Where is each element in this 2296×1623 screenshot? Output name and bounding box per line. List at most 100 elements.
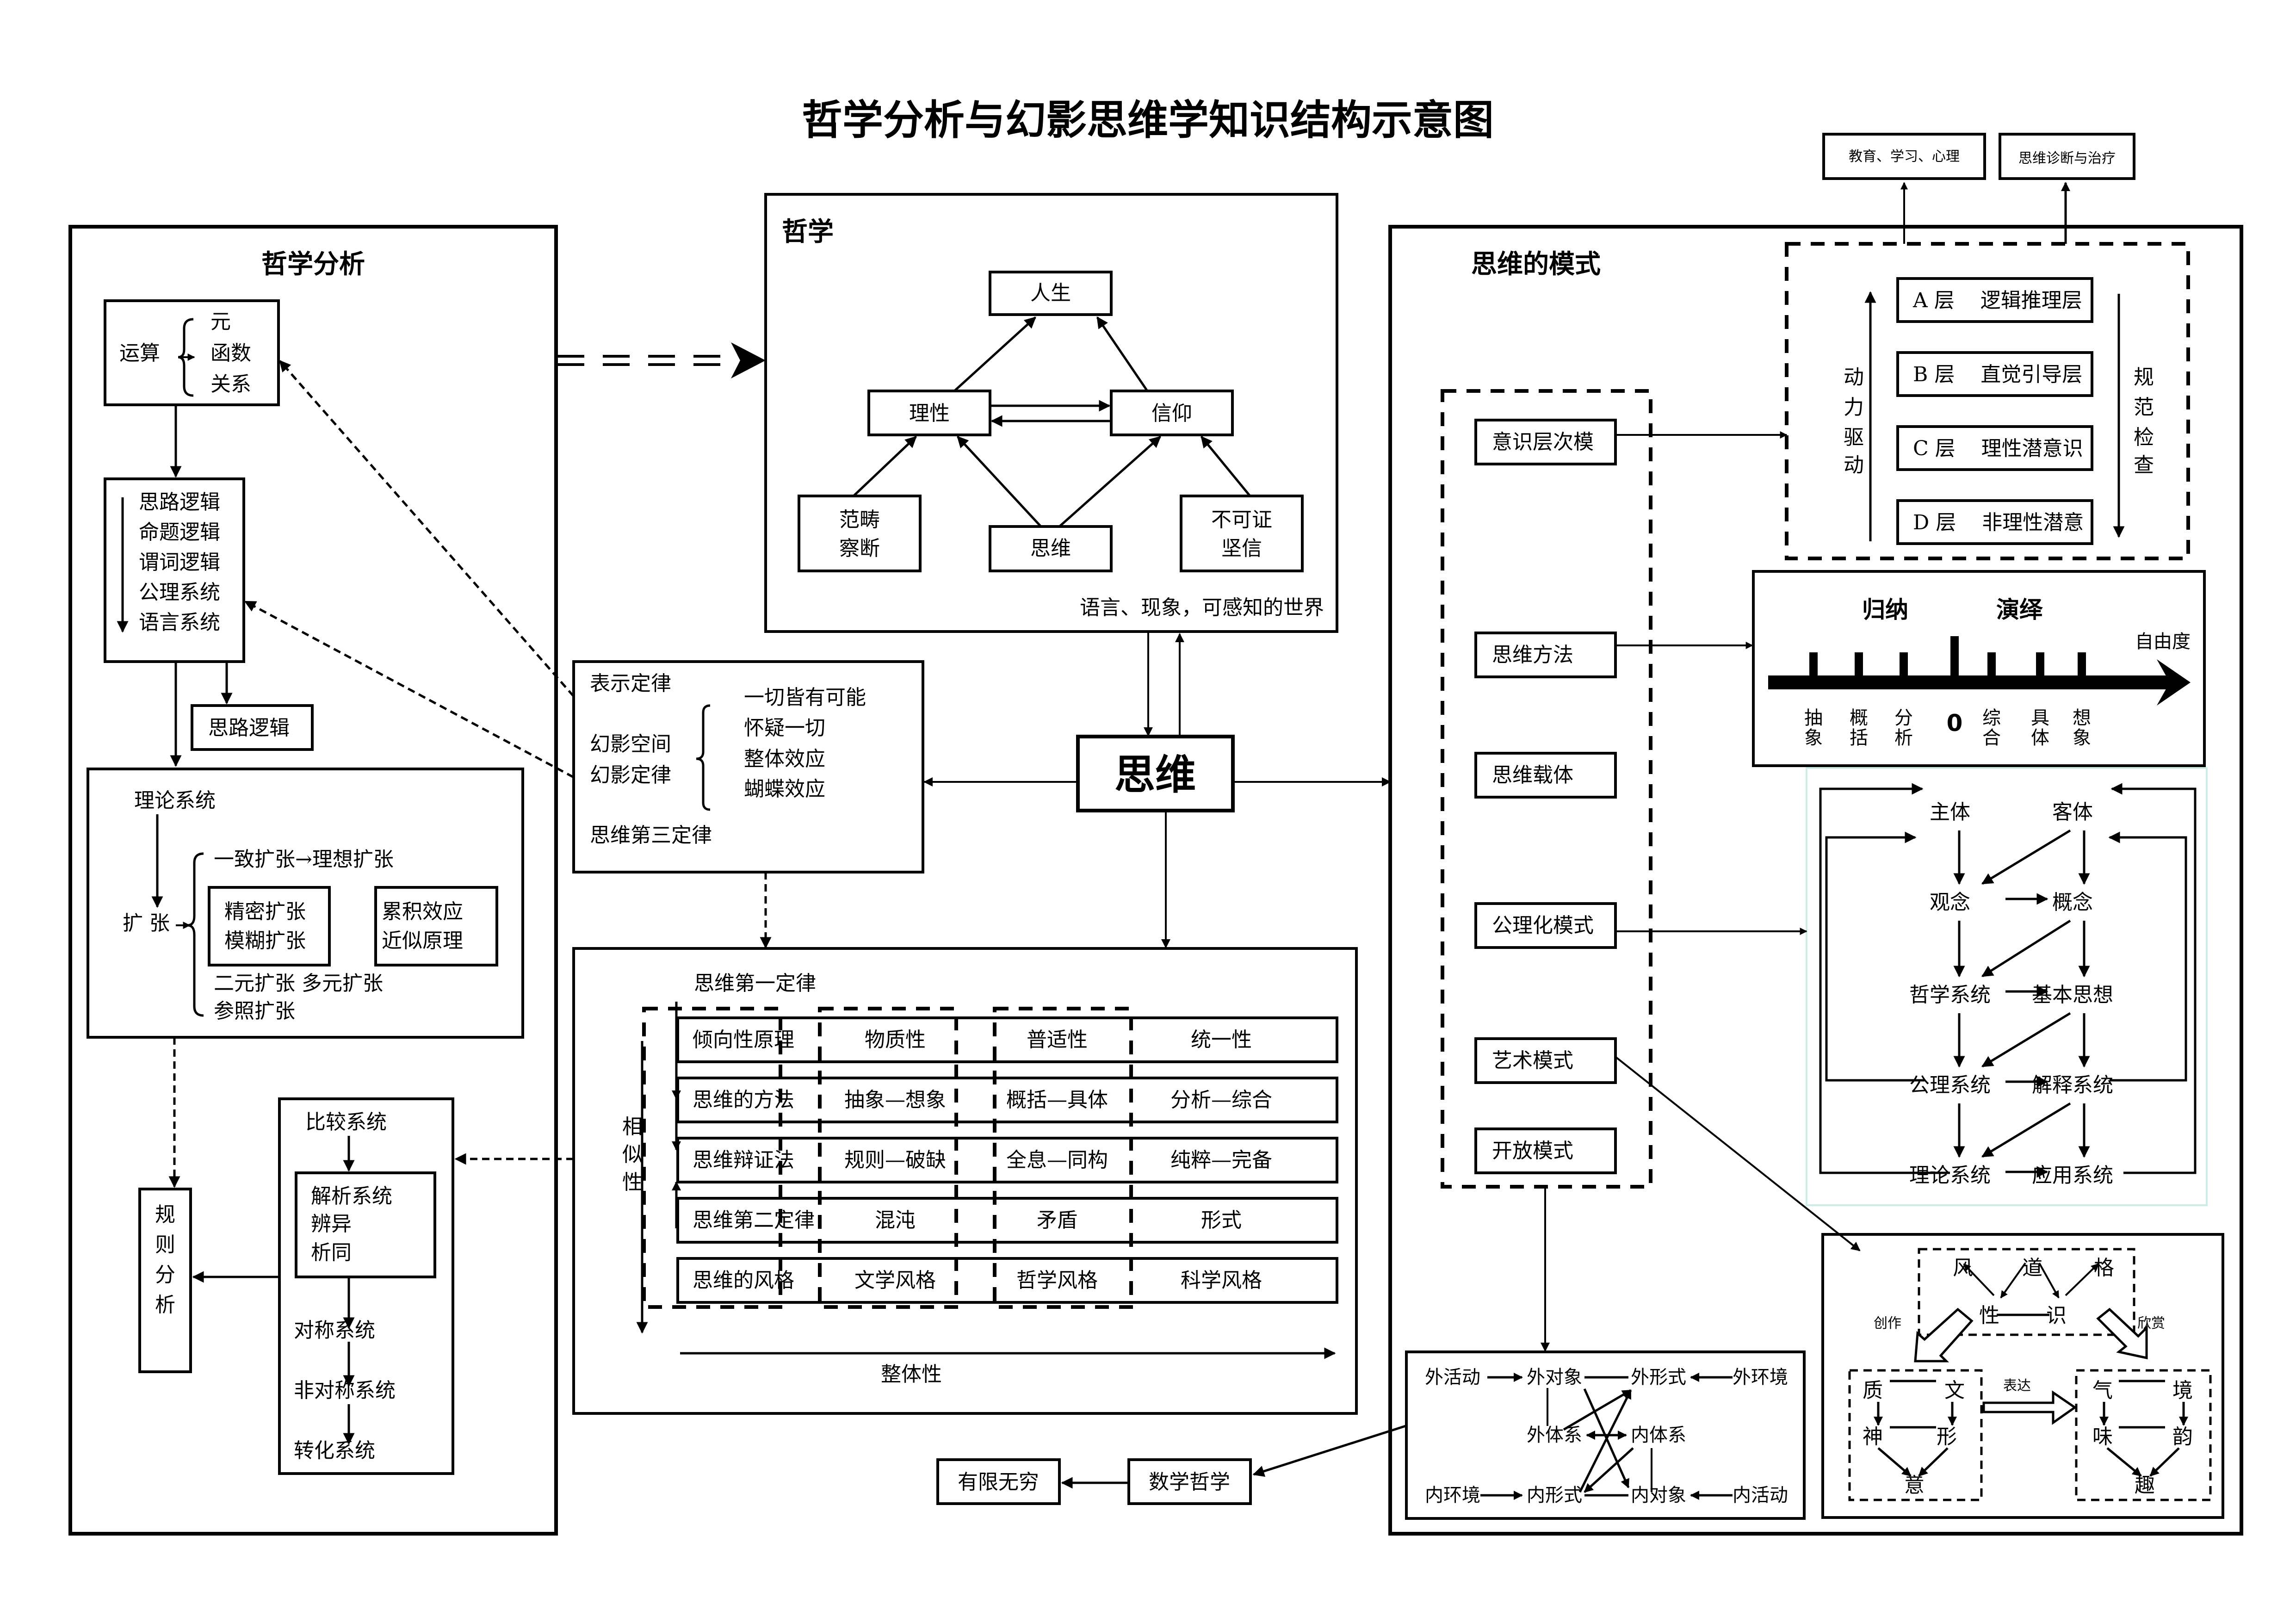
compare-step: 转化系统 [294,1439,375,1462]
cumulative-effect-box[interactable] [374,886,498,966]
expand-label: 扩 张 [123,911,170,935]
node-reason[interactable] [867,390,991,436]
analysis-item: 析同 [311,1241,352,1264]
open-diagram: 外活动外对象外形式外环境外体系内体系内环境内形式内对象内活动 [1425,1367,1788,1506]
matrix-row-box[interactable] [676,1197,1338,1244]
thinking-center-box[interactable] [1076,735,1235,812]
matrix-row-header: 思维辩证法 [693,1148,794,1172]
operation-item: 元 [210,310,231,334]
finite-infinite-label: 有限无穷 [958,1470,1039,1494]
art-char-shen: 神 [1863,1425,1883,1449]
modes-group [1441,389,1652,1189]
mode-label: 意识层次模 [1492,430,1594,454]
flow-arrow-diagonal [1981,829,2071,885]
finite-infinite-box[interactable] [936,1458,1061,1505]
scale-tick [2036,652,2044,678]
matrix-cell: 全息—同构 [1006,1148,1108,1172]
flow-loop-left-outer [1819,783,1950,1174]
double-dashed-arrow [557,342,766,378]
operation-box[interactable] [104,299,280,406]
scale-tick [1987,652,1996,678]
diagnosis-box[interactable] [1999,133,2135,180]
matrix-cell: 概括—具体 [1006,1088,1108,1112]
math-philosophy-label: 数学哲学 [1149,1470,1230,1494]
mode-box[interactable] [1474,419,1617,465]
arrow-art-to-artbox [1615,1056,1861,1251]
scale-label: 象 [2073,727,2091,749]
cumulative-effect-item: 累积效应 [382,900,463,923]
node-life-label: 人生 [1030,281,1071,305]
expand-line1: 一致扩张→理想扩张 [214,848,394,871]
flow-node: 应用系统 [2032,1164,2113,1187]
law-representation: 表示定律 [590,672,671,695]
norm-check-char: 范 [2134,396,2154,419]
open-arrow [1583,1388,1630,1488]
matrix-row-box[interactable] [676,1257,1338,1304]
mode-box[interactable] [1474,1127,1617,1174]
deduction-label: 演绎 [1996,596,2043,623]
compare-step: 对称系统 [294,1319,375,1342]
analysis-system-box[interactable] [295,1171,436,1278]
flow-node: 客体 [2052,800,2093,824]
precise-expand-box[interactable] [208,886,331,966]
rule-analysis-box[interactable] [138,1188,192,1373]
art-char-qi: 气 [2092,1379,2113,1402]
open-node: 内形式 [1527,1485,1582,1506]
compare-system-box[interactable] [278,1097,454,1475]
matrix-panel: 思维第一定律 倾向性原理物质性普适性统一性思维的方法抽象—想象概括—具体分析—综… [572,947,1358,1415]
mode-box[interactable] [1474,752,1617,799]
node-category[interactable] [798,495,922,572]
mode-box[interactable] [1474,902,1617,949]
rule-analysis-char: 分 [155,1263,175,1287]
flow-node: 基本思想 [2032,983,2113,1007]
layer-box[interactable] [1896,499,2093,545]
node-faith[interactable] [1110,390,1234,436]
node-thinking[interactable] [989,525,1113,572]
norm-check-char: 规 [2134,365,2154,389]
layer-box[interactable] [1896,277,2093,323]
matrix-row-header: 思维的方法 [693,1088,794,1112]
math-philosophy-box[interactable] [1127,1458,1252,1505]
node-unprovable[interactable] [1180,495,1304,572]
matrix-row: 倾向性原理物质性普适性统一性 [676,1016,1338,1063]
page-title: 哲学分析与幻影思维学知识结构示意图 [802,96,1494,144]
layer-box[interactable] [1896,351,2093,397]
matrix-cell: 物质性 [865,1028,926,1052]
laws-box[interactable] [572,660,924,873]
matrix-cell: 哲学风格 [1016,1269,1098,1292]
zero-label: 0 [1947,710,1963,737]
analysis-item: 解析系统 [311,1184,392,1208]
consciousness-layers-group [1785,242,2190,560]
art-char-shi: 识 [2046,1304,2067,1327]
scale-label: 概 [1850,707,1868,729]
node-life[interactable] [989,271,1113,316]
art-char-wei: 味 [2092,1425,2113,1449]
operation-item: 函数 [210,341,251,365]
wholeness-axis-label: 整体性 [881,1363,942,1386]
mode-box[interactable] [1474,632,1617,678]
scale-label: 象 [1804,727,1823,749]
layer-box[interactable] [1896,425,2093,471]
operation-brace [178,318,194,397]
arrow-unprovable-to-faith [1201,436,1251,497]
node-faith-label: 信仰 [1151,402,1192,425]
logic-out-box[interactable] [191,704,314,751]
freedom-axis [1768,675,2171,689]
mode-label: 思维方法 [1492,643,1573,667]
matrix-row-box[interactable] [676,1137,1338,1183]
laws-box-group: 表示定律 幻影空间 幻影定律 一切皆有可能 怀疑一切 整体效应 蝴蝶效应 思维第… [572,660,924,873]
matrix-row-box[interactable] [676,1016,1338,1063]
education-box[interactable] [1822,133,1986,180]
arrow-thinking-to-reason [957,436,1042,527]
education-label: 教育、学习、心理 [1849,149,1960,165]
mode-box[interactable] [1474,1037,1617,1084]
philosophy-footer: 语言、现象，可感知的世界 [1080,596,1324,619]
scale-label: 想 [2073,707,2091,729]
left-panel-frame [68,225,558,1536]
induction-deduction-box[interactable] [1752,570,2206,767]
matrix-row-box[interactable] [676,1077,1338,1123]
matrix-cell: 形式 [1201,1208,1242,1232]
matrix-rows: 倾向性原理物质性普适性统一性思维的方法抽象—想象概括—具体分析—综合思维辩证法规… [676,1016,1338,1304]
node-category-label: 范畴 [839,508,880,532]
